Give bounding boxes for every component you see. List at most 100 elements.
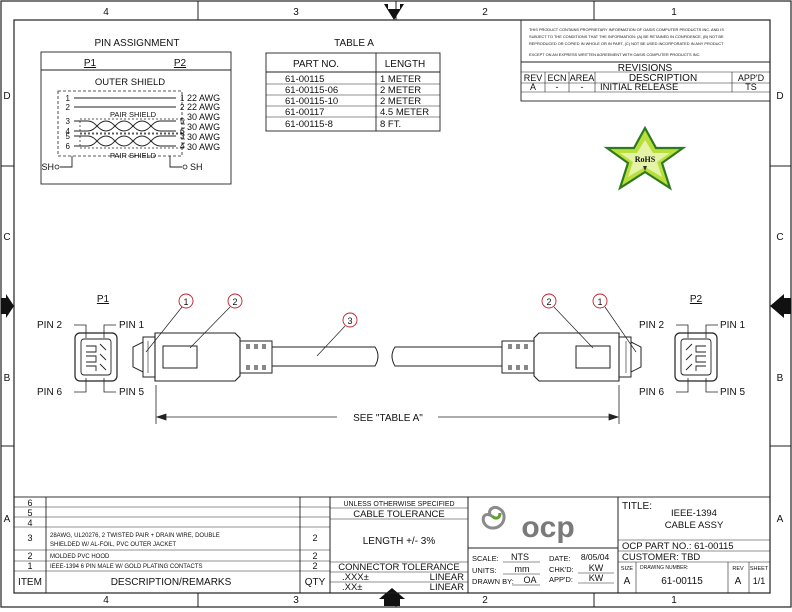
pin-row-6-right: 4 [180, 142, 185, 151]
bom-qty: 2 [312, 551, 317, 561]
notice-line: THIS PRODUCT CONTAINS PROPRIETARY INFORM… [529, 27, 724, 32]
zone-row-d-right: D [776, 91, 783, 102]
zone-row-c-right: C [776, 232, 783, 243]
bom-item: 3 [27, 533, 32, 543]
date-value: 8/05/04 [581, 552, 610, 562]
tolerance-xxx: .XXX± [342, 572, 369, 583]
tolerance-linear-1: LINEAR [430, 572, 464, 583]
sh-left-label: SH [41, 162, 54, 172]
scale-label: SCALE: [472, 554, 499, 563]
table-a-cell: 61-00115-06 [285, 85, 338, 96]
pin-row-1-right: 1 [180, 94, 185, 103]
pin-row-2-left: 2 [66, 103, 71, 112]
bom-table: 6 5 4 3 2 1 28AWG, UL20276, 2 TWISTED PA… [13, 496, 331, 594]
balloon-2-left [227, 293, 243, 309]
units-value: mm [515, 564, 530, 574]
p2-pin5-label: PIN 5 [720, 387, 745, 398]
p1-end-view [74, 332, 118, 382]
p2-pin6-label: PIN 6 [639, 387, 664, 398]
bom-header-item: ITEM [18, 577, 42, 588]
p2-drawing-label: P2 [690, 294, 703, 305]
cable-drawing: P1 PIN 2 PIN 1 PIN 6 PIN 5 [37, 293, 745, 424]
pin-row-3-right: 5 [180, 117, 185, 126]
pin-row-1-left: 1 [66, 94, 71, 103]
table-a-cell: 2 METER [380, 96, 421, 107]
center-arrow-bottom [379, 588, 405, 606]
revision-block: THIS PRODUCT CONTAINS PROPRIETARY INFORM… [520, 19, 771, 102]
zone-row-b-left: B [4, 373, 11, 384]
rev-cell: - [581, 82, 584, 92]
pin-row-1-awg: 22 AWG [187, 93, 220, 103]
pin-assignment-table: PIN ASSIGNMENT P1 P2 OUTER SHIELD PAIR S… [40, 38, 232, 185]
center-arrow-left [1, 294, 14, 318]
ocp-part-number: OCP PART NO.: 61-00115 [622, 541, 734, 552]
zone-row-c-left: C [3, 232, 10, 243]
table-a-cell: 61-00115 [285, 74, 324, 85]
title-block: TITLE: IEEE-1394 CABLE ASSY OCP PART NO.… [617, 496, 771, 594]
tolerance-linear-2: LINEAR [430, 582, 464, 593]
chkd-label: CHK'D: [549, 565, 574, 574]
pin-row-3-left: 3 [66, 117, 71, 126]
logo-block: ocp [467, 496, 619, 549]
pin-wires [60, 97, 182, 168]
pair-shield-label-bottom: PAIR SHIELD [110, 151, 157, 160]
connector-tolerance-label: CONNECTOR TOLERANCE [338, 562, 459, 573]
pin-row-2-awg: 22 AWG [187, 102, 220, 112]
bom-item: 4 [27, 518, 32, 528]
bom-header-qty: QTY [305, 577, 326, 588]
pin-row-5-awg: 30 AWG [187, 132, 220, 142]
p1-drawing-label: P1 [97, 294, 110, 305]
scale-block: SCALE: NTS UNITS: mm DRAWN BY: OA DATE: … [467, 547, 619, 594]
zone-row-d-left: D [3, 91, 10, 102]
balloon-1-left-text: 1 [183, 297, 188, 307]
table-a-header-part: PART NO. [293, 59, 339, 70]
pin-row-6-left: 6 [66, 142, 71, 151]
bom-header-desc: DESCRIPTION/REMARKS [111, 577, 232, 588]
rev-label: REV [732, 566, 744, 572]
p1-pin2-label: PIN 2 [37, 320, 62, 331]
size-label: SIZE [621, 566, 634, 572]
bom-qty: 2 [312, 533, 317, 543]
tolerance-block: UNLESS OTHERWISE SPECIFIED CABLE TOLERAN… [329, 496, 469, 594]
pin-assignment-title: PIN ASSIGNMENT [94, 38, 179, 49]
rev-cell: - [556, 82, 559, 92]
pair-shield-label-top: PAIR SHIELD [110, 110, 157, 119]
balloon-2-right-text: 2 [546, 297, 551, 307]
bom-desc: MOLDED PVC HOOD [50, 554, 110, 560]
pin-row-5-left: 5 [66, 132, 71, 141]
ocp-logo-text: ocp [521, 511, 574, 544]
bom-desc: 28AWG, UL20276, 2 TWISTED PAIR + DRAIN W… [50, 533, 220, 539]
units-label: UNITS: [472, 566, 497, 575]
zone-col-3-top: 3 [293, 7, 299, 18]
pin-row-3-awg: 30 AWG [187, 112, 220, 122]
pin-row-6-awg: 30 AWG [187, 142, 220, 152]
length-tolerance: LENGTH +/- 3% [363, 536, 436, 547]
pin-p2-label: P2 [174, 58, 187, 69]
rev-header: ECN [547, 73, 566, 83]
zone-col-2-top: 2 [482, 7, 488, 18]
bom-item: 6 [27, 498, 32, 508]
zone-col-1-bottom: 1 [671, 595, 677, 606]
table-a-header-length: LENGTH [385, 59, 426, 70]
appd-value: KW [589, 573, 604, 583]
table-a-cell: 2 METER [380, 85, 421, 96]
scale-value: NTS [511, 552, 529, 562]
pair-shield-outline-top [79, 118, 185, 134]
pin-row-4-left: 4 [66, 127, 71, 136]
title-line-1: IEEE-1394 [671, 508, 717, 519]
unless-specified: UNLESS OTHERWISE SPECIFIED [343, 501, 454, 508]
p1-pin6-label: PIN 6 [37, 387, 62, 398]
table-a-cell: 61-00115-10 [285, 96, 338, 107]
p2-end-view [674, 332, 718, 382]
zone-col-4-bottom: 4 [103, 595, 109, 606]
pair-shield-outline-bottom [79, 133, 185, 149]
pin-row-2-right: 2 [180, 103, 185, 112]
balloon-2-left-text: 2 [232, 297, 237, 307]
zone-col-2-bottom: 2 [482, 595, 488, 606]
date-label: DATE: [549, 554, 571, 563]
zone-row-a-right: A [777, 514, 784, 525]
table-a: TABLE A PART NO. LENGTH 61-00115 1 METER… [265, 38, 441, 132]
balloon-3-text: 3 [347, 316, 352, 326]
outer-shield-label: OUTER SHIELD [95, 77, 165, 88]
